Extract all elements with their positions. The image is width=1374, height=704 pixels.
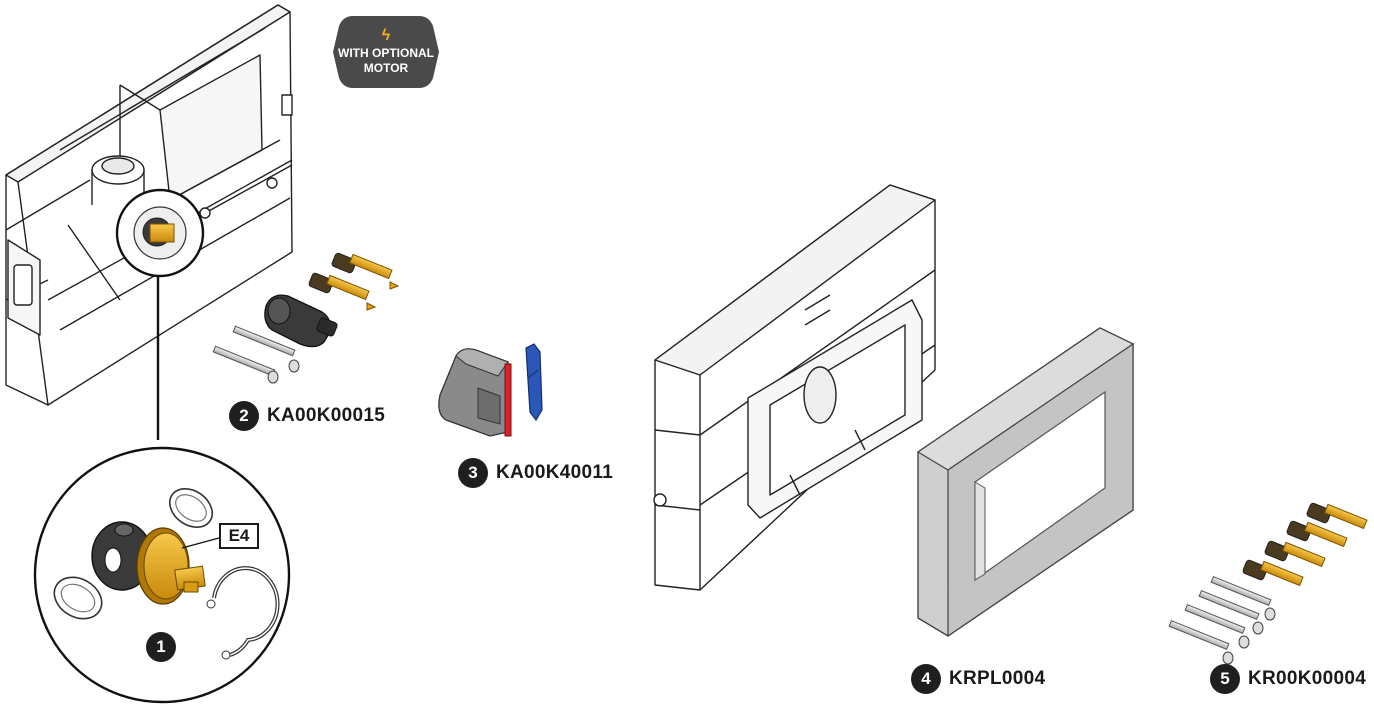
part-code: KRPL0004 xyxy=(949,668,1046,689)
part-number-badge: 4 xyxy=(911,664,941,694)
detail-source-circle xyxy=(115,188,205,278)
callout-part-5: 5 KR00K00004 xyxy=(1210,664,1366,694)
part-code: KR00K00004 xyxy=(1248,668,1367,689)
lightning-bolt-icon: ϟ xyxy=(381,27,391,44)
part-5-kit xyxy=(1168,502,1368,665)
callout-part-3: 3 KA00K40011 xyxy=(458,458,613,488)
badge-line-1: WITH OPTIONAL xyxy=(338,46,434,60)
cartridge-detail-circle xyxy=(33,446,291,704)
part-number-badge: 3 xyxy=(458,458,488,488)
part-4-gray-frame xyxy=(916,327,1135,638)
part-2-kit xyxy=(212,252,400,384)
part-code: KA00K00015 xyxy=(267,405,386,426)
detail-tag: E4 xyxy=(219,523,259,549)
badge-line-2: MOTOR xyxy=(363,61,409,75)
callout-part-2: 2 KA00K00015 xyxy=(229,401,385,431)
part-3-handle xyxy=(438,343,543,437)
callout-part-1: 1 xyxy=(146,632,176,662)
part-number-badge: 5 xyxy=(1210,664,1240,694)
part-number-badge: 1 xyxy=(146,632,176,662)
badge-background xyxy=(333,16,439,88)
part-4-wall-box xyxy=(653,184,936,591)
part-number-badge: 2 xyxy=(229,401,259,431)
part-code: KA00K40011 xyxy=(496,462,614,483)
optional-motor-badge: ϟ WITH OPTIONAL MOTOR xyxy=(331,14,441,90)
callout-part-4: 4 KRPL0004 xyxy=(911,664,1045,694)
